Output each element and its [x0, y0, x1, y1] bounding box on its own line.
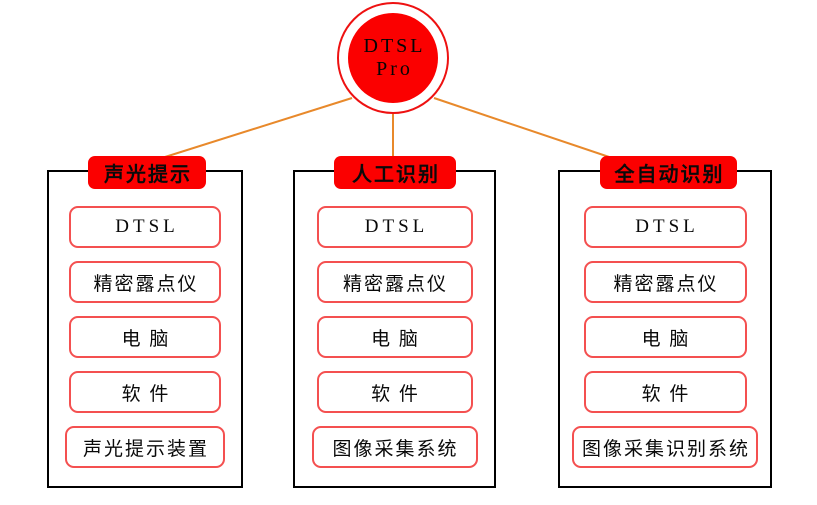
item-box[interactable]: 精密露点仪 — [583, 261, 747, 303]
item-label: 精密露点仪 — [93, 273, 199, 295]
connector-root-to-sound-light — [145, 97, 353, 164]
item-label: 电 脑 — [641, 328, 691, 350]
item-list-sound-light: DTSL 精密露点仪电 脑软 件声光提示装置 — [49, 206, 241, 468]
item-label: 精密露点仪 — [613, 273, 719, 295]
item-label: 软 件 — [641, 383, 691, 405]
item-box[interactable]: 软 件 — [69, 371, 221, 413]
item-label: 软 件 — [371, 383, 420, 405]
connector-root-to-auto-recognition — [433, 97, 628, 164]
item-label: 精密露点仪 — [342, 273, 448, 295]
item-label: 软 件 — [121, 383, 171, 405]
root-node-disc: DTSL Pro — [348, 13, 438, 103]
column-header-label: 声光提示 — [104, 164, 192, 186]
item-label: 图像采集识别系统 — [581, 438, 750, 460]
column-header-auto-recognition[interactable]: 全自动识别 — [600, 156, 737, 189]
item-box[interactable]: 软 件 — [316, 371, 473, 413]
item-list-manual-recognition: DTSL 精密露点仪电 脑软 件图像采集系统 — [295, 206, 494, 468]
item-box[interactable]: 图像采集系统 — [311, 426, 478, 468]
item-box[interactable]: DTSL — [583, 206, 747, 248]
item-box[interactable]: DTSL — [316, 206, 473, 248]
item-box[interactable]: 电 脑 — [583, 316, 747, 358]
column-header-sound-light[interactable]: 声光提示 — [88, 156, 206, 189]
item-list-auto-recognition: DTSL 精密露点仪电 脑软 件图像采集识别系统 — [560, 206, 770, 468]
item-label: 电 脑 — [121, 328, 171, 350]
item-label: 图像采集系统 — [332, 438, 459, 460]
root-node-line-2: Pro — [376, 58, 413, 80]
column-header-label: 全自动识别 — [614, 164, 725, 186]
item-box[interactable]: 声光提示装置 — [65, 426, 225, 468]
item-box[interactable]: 软 件 — [583, 371, 747, 413]
column-manual-recognition: 人工识别 DTSL 精密露点仪电 脑软 件图像采集系统 — [293, 156, 496, 488]
column-header-label: 人工识别 — [352, 164, 440, 186]
item-label: 电 脑 — [371, 328, 420, 350]
column-auto-recognition: 全自动识别 DTSL 精密露点仪电 脑软 件图像采集识别系统 — [558, 156, 772, 488]
root-node-ring — [337, 2, 449, 114]
column-header-manual-recognition[interactable]: 人工识别 — [334, 156, 456, 189]
item-label: 声光提示装置 — [82, 438, 209, 460]
item-box[interactable]: 精密露点仪 — [316, 261, 473, 303]
item-label: DTSL — [364, 216, 429, 237]
item-box[interactable]: 图像采集识别系统 — [572, 426, 758, 468]
item-box[interactable]: 电 脑 — [69, 316, 221, 358]
item-box[interactable]: 精密露点仪 — [69, 261, 221, 303]
item-label: DTSL — [115, 216, 179, 237]
item-box[interactable]: 电 脑 — [316, 316, 473, 358]
item-label: DTSL — [635, 216, 699, 237]
item-box[interactable]: DTSL — [69, 206, 221, 248]
root-node[interactable]: DTSL Pro — [337, 2, 449, 114]
column-sound-light: 声光提示 DTSL 精密露点仪电 脑软 件声光提示装置 — [47, 156, 243, 488]
root-node-line-1: DTSL — [363, 35, 426, 57]
